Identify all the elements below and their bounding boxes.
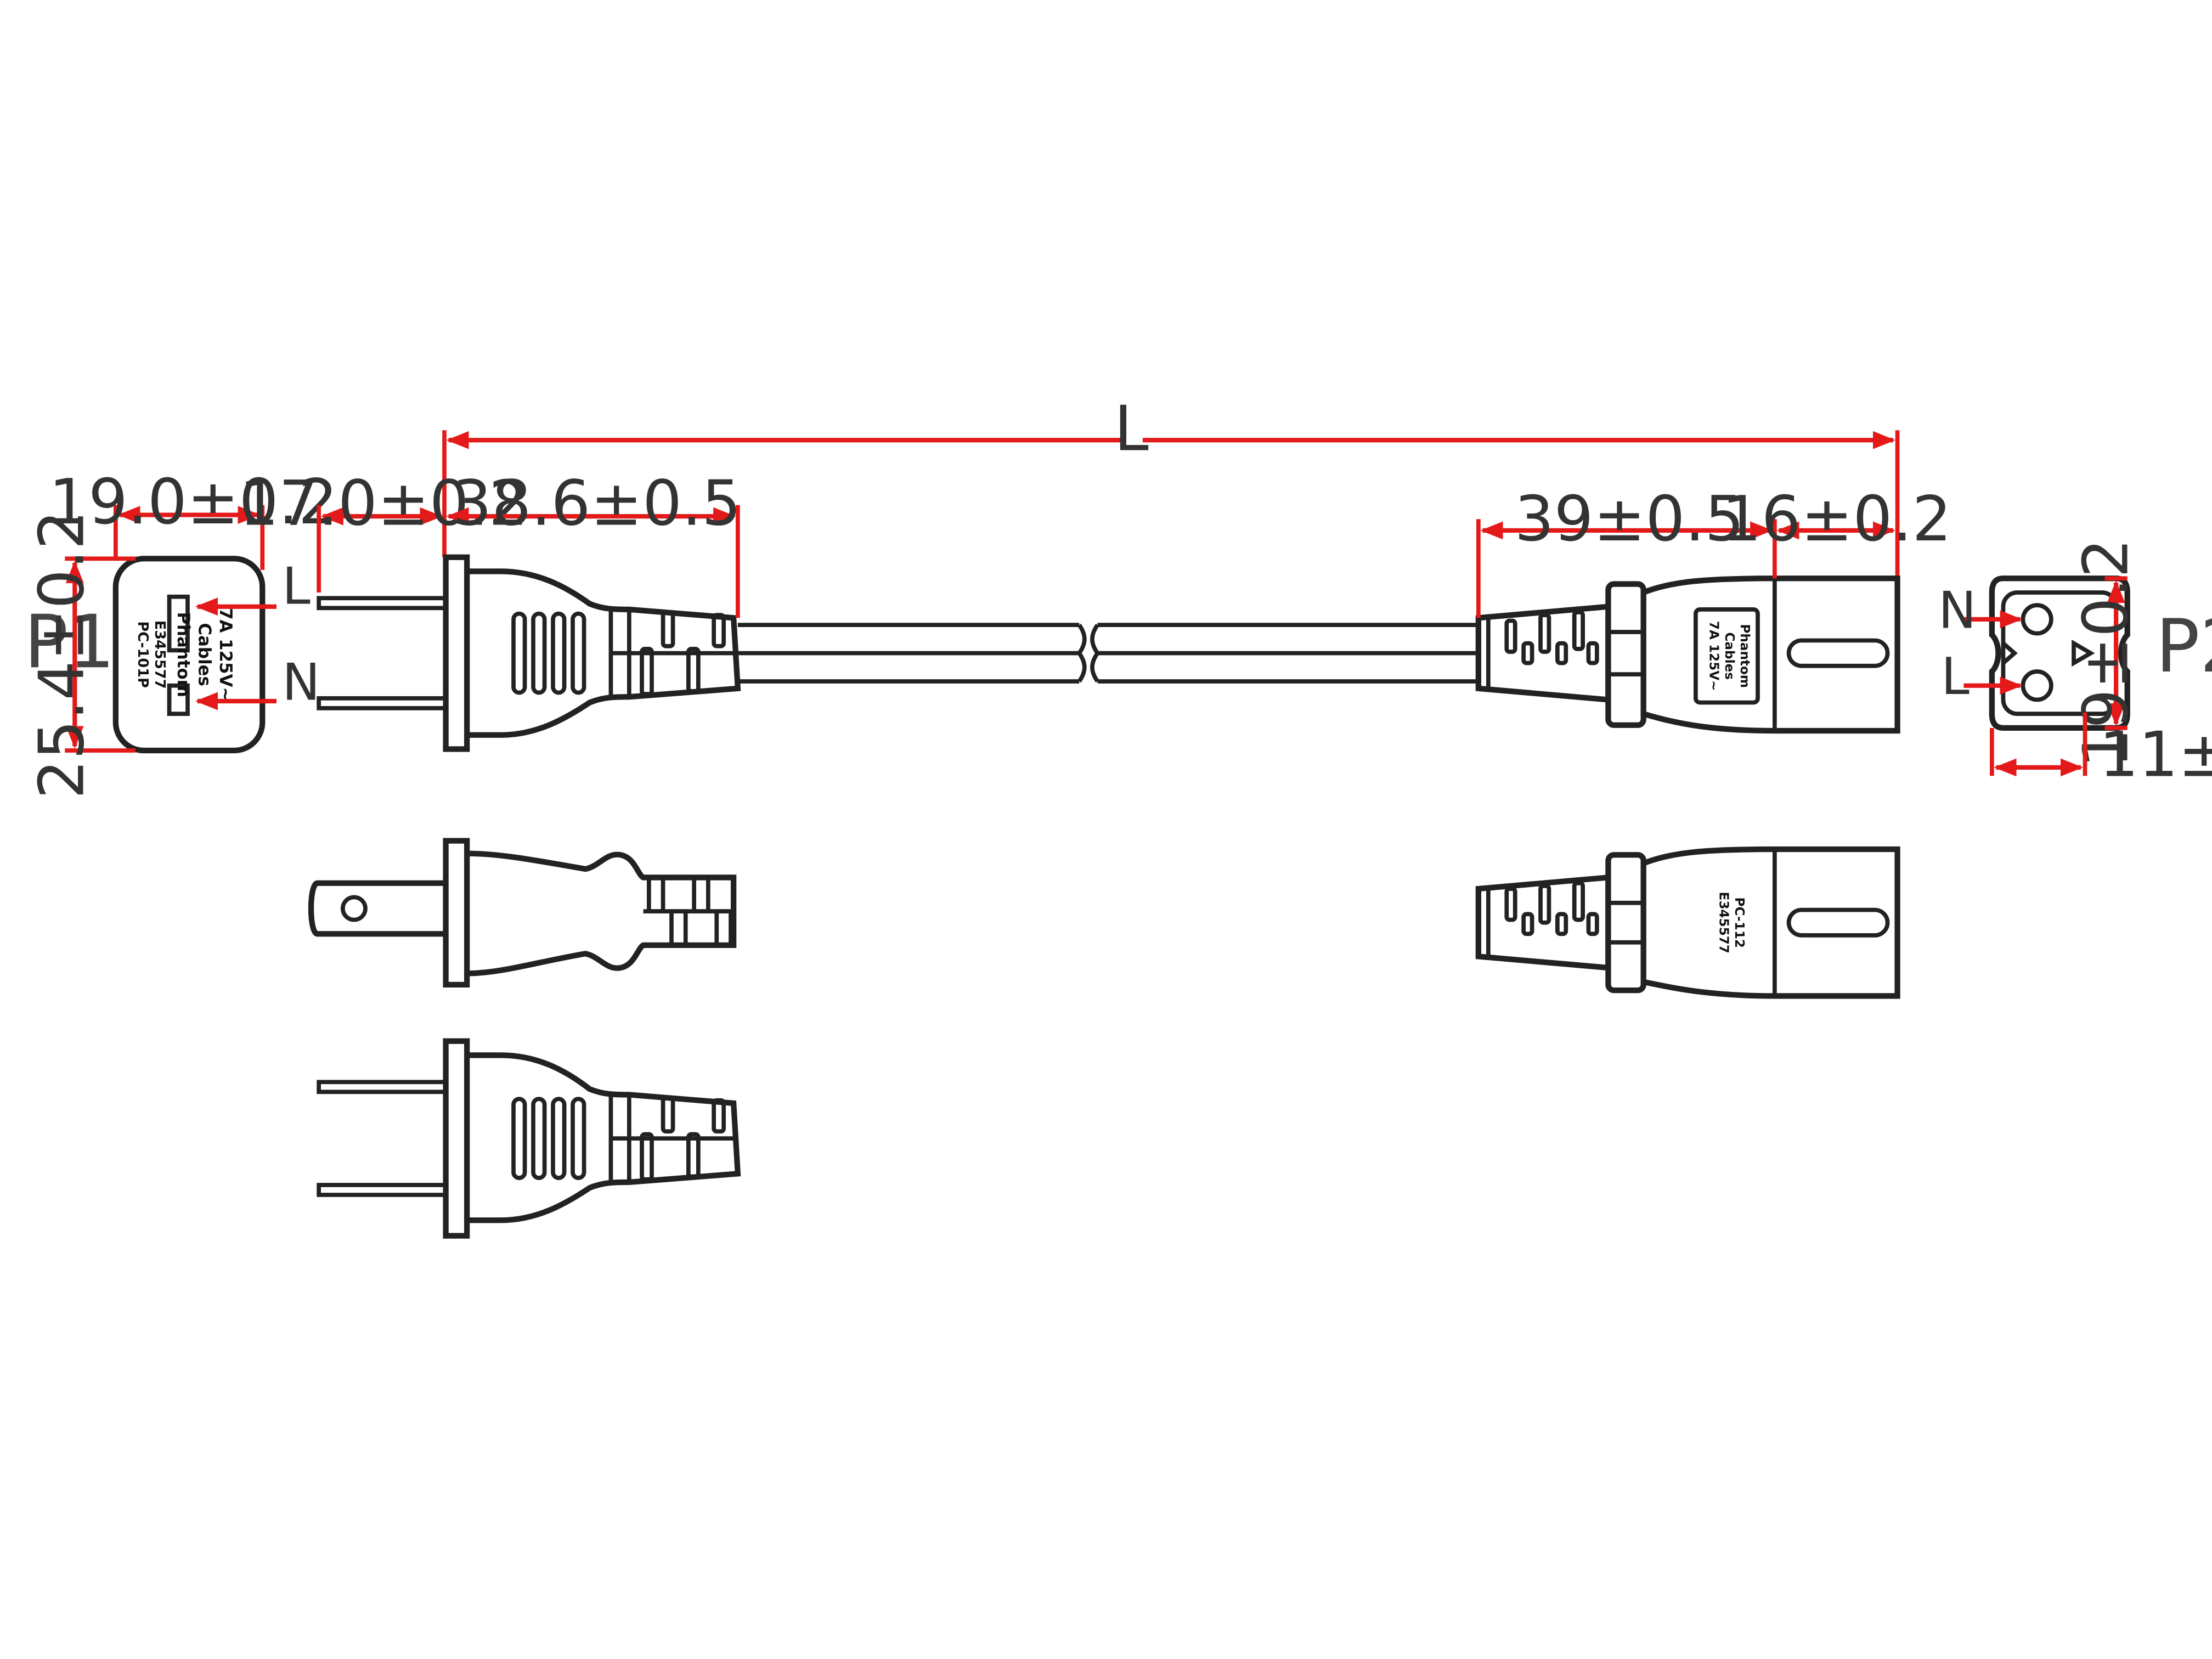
cable: [737, 623, 1479, 684]
plug-face-cert: E345577: [151, 620, 168, 689]
plug-bottom-blade-top: [317, 1080, 448, 1094]
plug-face-height-dim: 25.4±0.2: [26, 510, 98, 799]
plug-side-view: 17.0±0.2 38.6±0.5: [239, 467, 741, 752]
connector-socket-l: [2021, 669, 2053, 702]
plug-face-blade-n: [167, 683, 190, 716]
connector-pin-n-label: N: [1938, 580, 1976, 640]
connector-face-view: P2 N L 19±0.2 11±0.2: [1938, 538, 2212, 791]
connector-side-brand-line2: Cables: [1722, 632, 1736, 680]
plug-bottom-view: [317, 1038, 741, 1239]
plug-blade-length-dim: 17.0±0.2: [239, 467, 528, 540]
plug-face-brand-line1: Phantom: [173, 612, 193, 697]
plug-face-brand-line2: Cables: [195, 623, 215, 686]
connector-side-brand-line1: Phantom: [1737, 624, 1752, 688]
connector-top-view: PC-112 E345577: [1475, 846, 1900, 999]
plug-face-model: PC-101P: [134, 621, 151, 687]
overall-length-label: L: [1114, 392, 1149, 465]
plug-body: [464, 568, 741, 738]
connector-pin-l-label: L: [1941, 647, 1970, 706]
plug-face-rating: 7A 125V~: [216, 608, 235, 701]
p2-label: P2: [2155, 603, 2212, 689]
plug-flange: [443, 554, 470, 752]
connector-side-view: Phantom Cables 7A 125V~ 39±0.5 16±0.2: [1475, 483, 1952, 734]
plug-face-view: P1 PC-101P E345577 Phantom Cables 7A 125…: [24, 466, 338, 799]
plug-face-width-dim: 19.0±0.2: [49, 466, 338, 538]
plug-bottom-blade-bottom: [317, 1183, 448, 1197]
connector-back-cert: E345577: [1717, 892, 1731, 953]
plug-body-vents: [511, 611, 586, 695]
plug-blade-bottom: [317, 696, 448, 710]
connector-back-model: PC-112: [1732, 898, 1746, 948]
plug-top-view: [308, 838, 737, 988]
plug-pin-n-label: N: [282, 652, 320, 712]
plug-face-blade-l: [167, 594, 190, 653]
connector-body-length-dim: 39±0.5: [1515, 483, 1745, 555]
connector-face-width-dim: 11±0.2: [2099, 718, 2212, 791]
plug-blade-top: [317, 596, 448, 611]
plug-pin-l-label: L: [282, 557, 311, 616]
connector-socket-n: [2021, 603, 2053, 636]
connector-side-rating: 7A 125V~: [1707, 621, 1721, 691]
connector-face-height-dim: 19±0.2: [2070, 538, 2142, 768]
dimension-overall-length: L: [442, 392, 1900, 586]
plug-body-length-dim: 38.6±0.5: [452, 467, 741, 540]
connector-head-length-dim: 16±0.2: [1722, 483, 1952, 555]
